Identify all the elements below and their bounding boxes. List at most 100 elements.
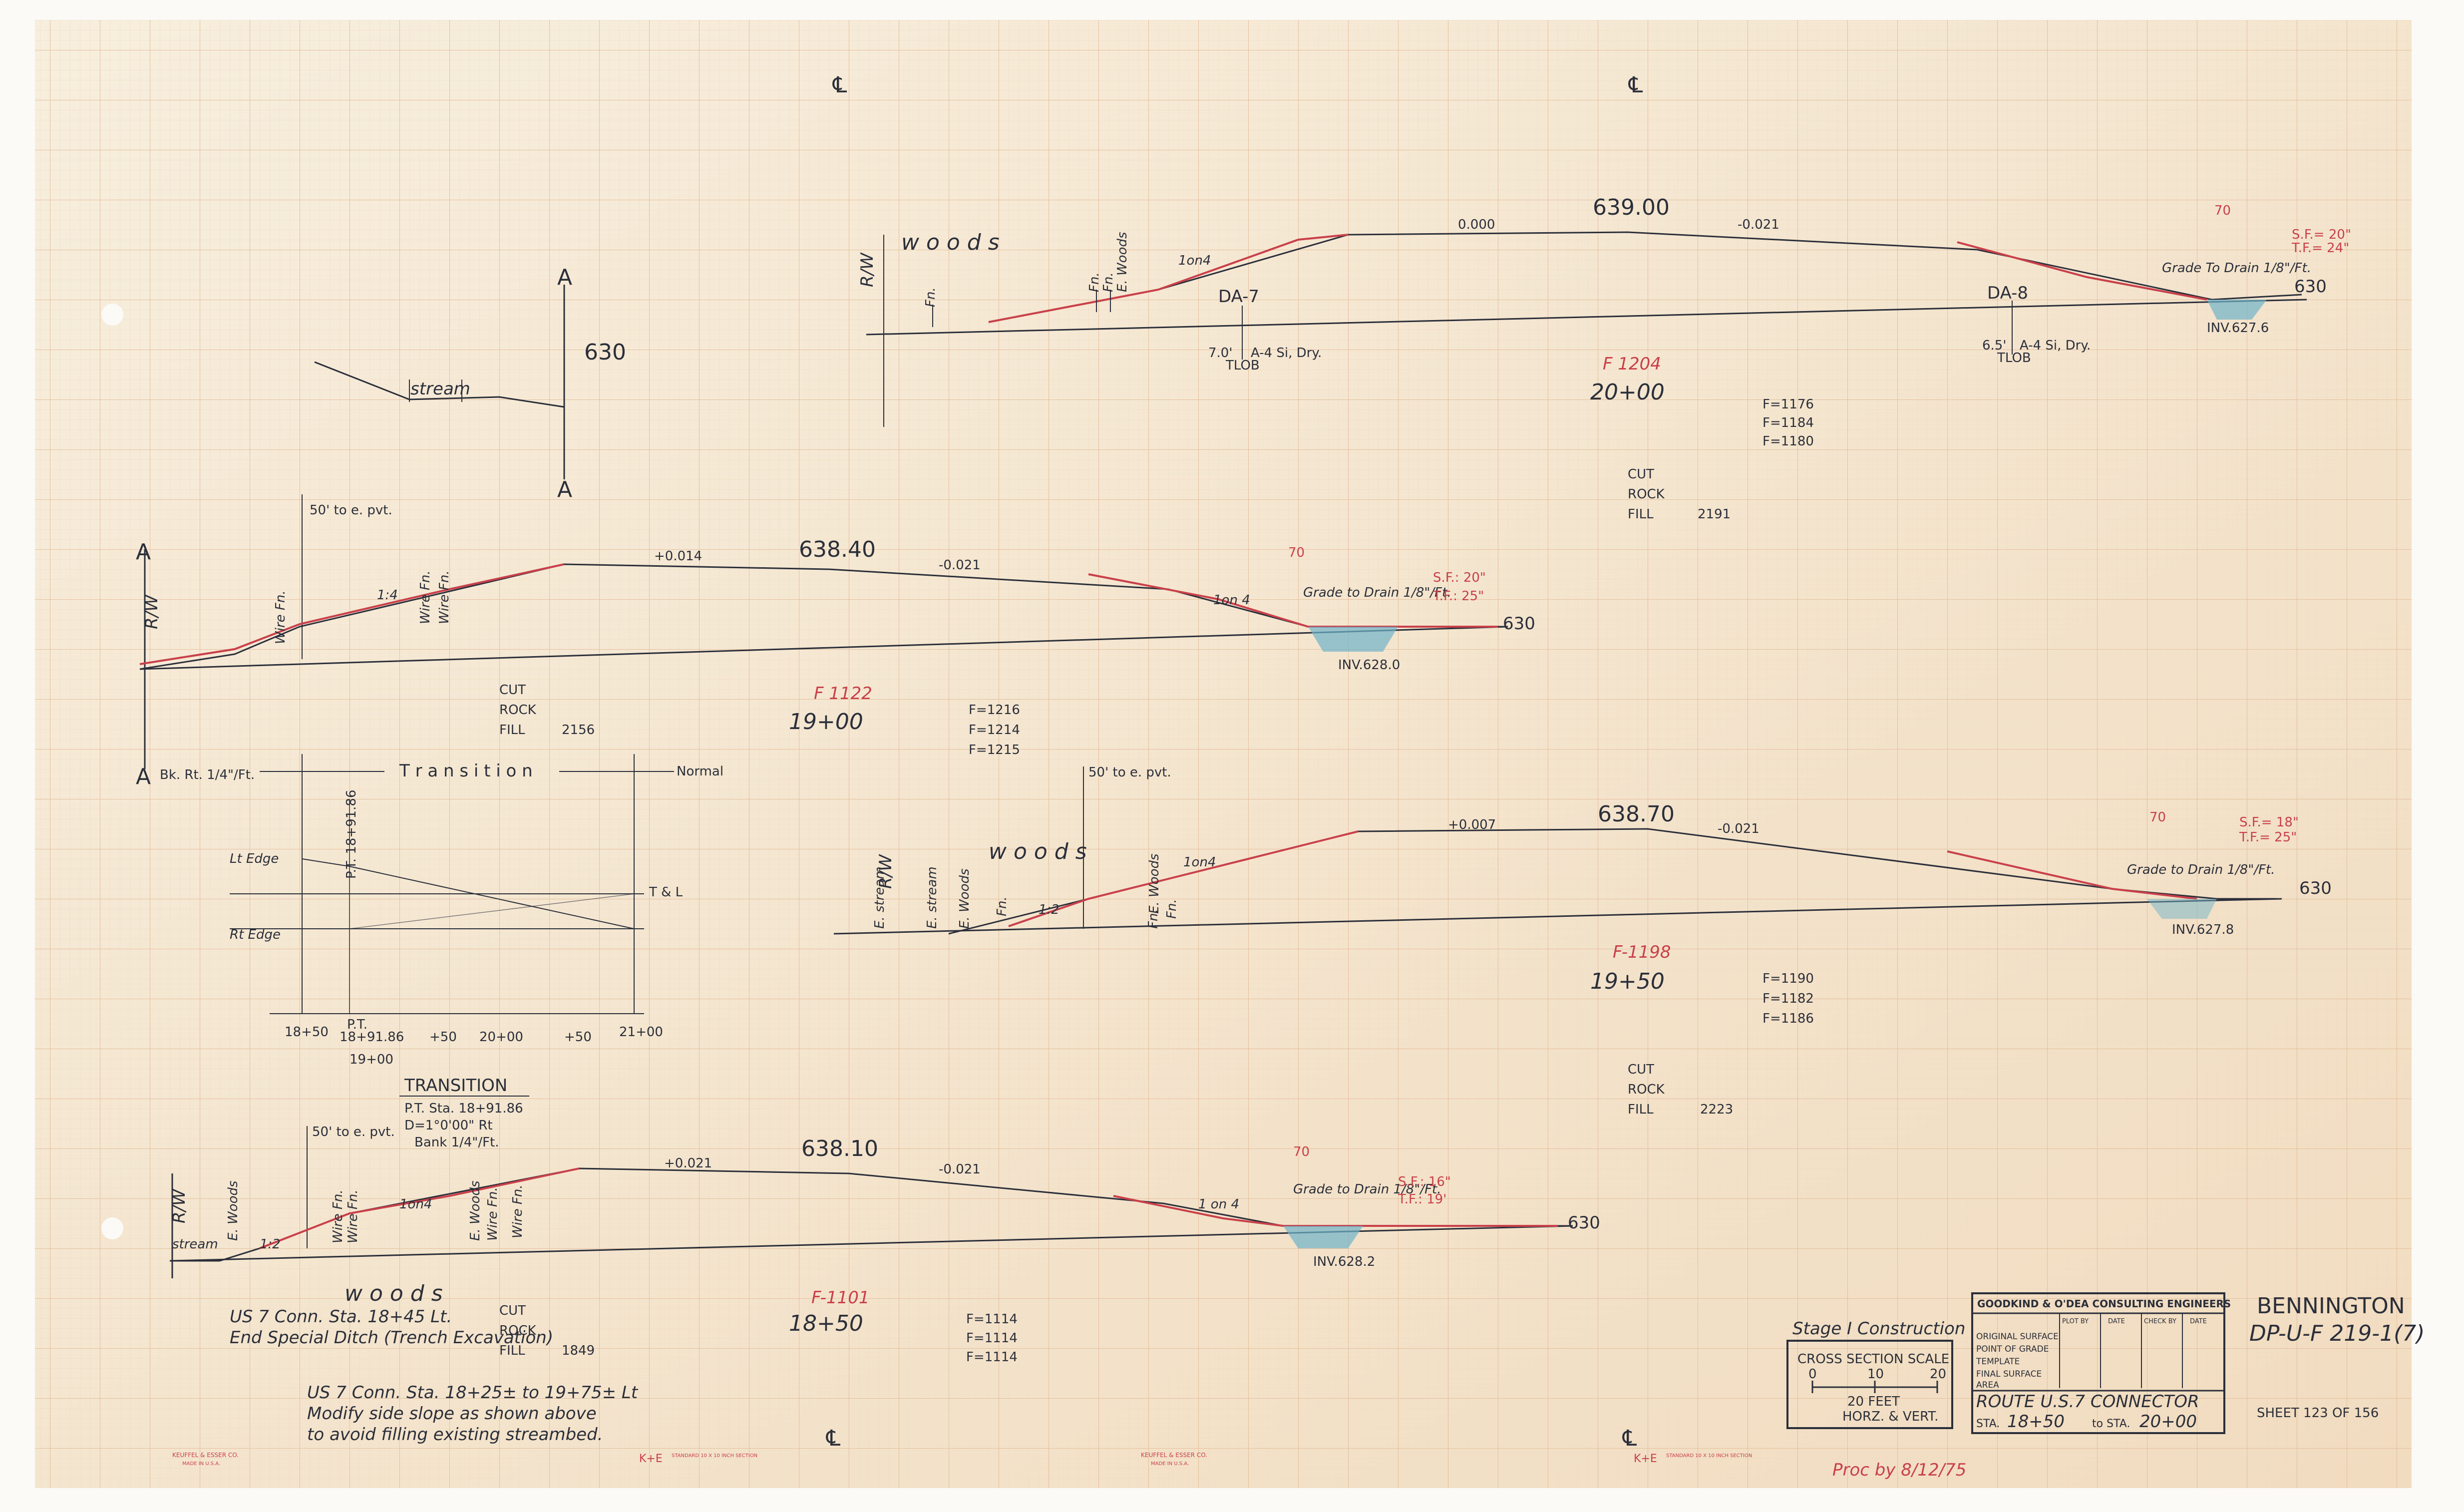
fill-label: FILL (499, 1343, 525, 1358)
lt-edge-label: Lt Edge (230, 851, 279, 866)
rock-label: ROCK (499, 703, 537, 718)
left-grade: +0.007 (1448, 817, 1496, 832)
left-grade: +0.014 (654, 549, 702, 564)
sta-from: 18+50 (2007, 1412, 2065, 1432)
note-line: End Special Ditch (Trench Excavation) (230, 1328, 553, 1348)
bank-rate: Bk. Rt. 1/4"/Ft. (160, 767, 255, 782)
sf-note: S.F.: 16" (1398, 1174, 1451, 1189)
pt-value: 18+91.86 (340, 1030, 404, 1045)
boring-tlob: TLOB (1997, 351, 2031, 366)
section-mark-a: A (557, 477, 572, 502)
punch-hole (101, 1217, 123, 1239)
maker-sub: MADE IN U.S.A. (1151, 1461, 1189, 1467)
stream-label: stream (172, 1237, 218, 1252)
sheet-number: SHEET 123 OF 156 (2257, 1406, 2379, 1421)
slope-label: 1:2 (260, 1237, 281, 1252)
cross-section-20-00: R/W w o o d s 639.00 0.000 -0.021 1on4 F… (857, 195, 2351, 522)
invert-label: INV.627.8 (2172, 922, 2234, 937)
fence-label: Wire Fn. (331, 1189, 346, 1243)
boring-depth: 7.0' (1208, 346, 1233, 361)
fence-label: Fn. (923, 287, 938, 307)
tick-label: 20+00 (479, 1030, 523, 1045)
row-header: AREA (1976, 1380, 1999, 1390)
pt-station: P.T. 18+91.86 (344, 789, 359, 879)
stream-label: stream (410, 379, 470, 399)
row-note: 50' to e. pvt. (1088, 765, 1171, 780)
f-value: F=1176 (1762, 397, 1814, 412)
f-value: F=1186 (1762, 1011, 1814, 1026)
tick-label: +50 (564, 1030, 592, 1045)
f-value: F=1180 (1762, 434, 1814, 449)
sta-to: 20+00 (2139, 1412, 2197, 1432)
transition-diagram: Bk. Rt. 1/4"/Ft. T r a n s i t i o n Nor… (160, 754, 723, 1150)
f-value: F=1184 (1762, 415, 1814, 430)
column-header: DATE (2190, 1318, 2207, 1325)
transition-caption-title: TRANSITION (404, 1076, 507, 1096)
centerline-elevation: 638.10 (801, 1136, 878, 1161)
fence-label: Fn. (995, 896, 1010, 916)
woods-label: w o o d s (901, 230, 1000, 255)
tl-label: T & L (649, 885, 683, 900)
slope-label: 1on4 (1183, 855, 1216, 870)
row-header: FINAL SURFACE (1976, 1369, 2042, 1379)
cut-label: CUT (499, 683, 526, 698)
ditch-note: Grade To Drain 1/8"/Ft. (2162, 261, 2311, 276)
right-grade: -0.021 (939, 1162, 981, 1177)
cross-section-19-00: A A R/W 50' to e. pvt. 638.40 +0.014 -0.… (136, 494, 1535, 789)
fence-label: E. Woods (957, 868, 972, 929)
graph-grid (35, 20, 2412, 1488)
fill-red: F 1122 (814, 684, 872, 704)
fill-total: 2156 (562, 723, 595, 738)
mark-70: 70 (2149, 810, 2166, 825)
pt-label: P.T. (347, 1017, 367, 1032)
boring-soil: A-4 Si, Dry. (2020, 338, 2091, 353)
ditch-elevation: 630 (2294, 277, 2327, 297)
slope-label: 1on4 (399, 1197, 432, 1212)
title-block: GOODKIND & O'DEA CONSULTING ENGINEERS PL… (1971, 1292, 2425, 1434)
note-line: to avoid filling existing streambed. (307, 1425, 603, 1445)
fence-label: Fn. (1101, 272, 1116, 292)
tick-label: 19+00 (350, 1052, 393, 1067)
fence-label: Wire Fn. (418, 570, 433, 624)
punch-hole (101, 304, 123, 326)
boring-depth: 6.5' (1982, 338, 2007, 353)
centerline-elevation: 638.70 (1598, 801, 1675, 827)
fence-label: E. stream (925, 866, 940, 929)
fence-label: Fn. (1164, 899, 1179, 919)
ditch-elevation: 630 (2299, 878, 2332, 898)
fence-label: E. Woods (1147, 853, 1162, 914)
notes: US 7 Conn. Sta. 18+45 Lt. End Special Di… (230, 1307, 1966, 1480)
route-title: ROUTE U.S.7 CONNECTOR (1976, 1392, 2199, 1412)
column-header: DATE (2108, 1318, 2125, 1325)
row-note: 50' to e. pvt. (312, 1125, 395, 1139)
fence-label: E. Woods (1115, 232, 1130, 292)
mark-70: 70 (1293, 1144, 1310, 1159)
fence-label: Wire Fn. (346, 1189, 360, 1243)
scale-tick: 20 (1930, 1367, 1946, 1382)
cut-label: CUT (499, 1303, 526, 1318)
centerline-elevation: 638.40 (799, 537, 876, 562)
row-label: R/W (876, 854, 896, 889)
fill-total: 2191 (1698, 507, 1731, 522)
centerline-elevation: 639.00 (1593, 195, 1670, 220)
fence-label: Fn. (1087, 272, 1102, 292)
cross-section-19-50: 50' to e. pvt. R/W w o o d s 638.70 +0.0… (833, 765, 2332, 1117)
scale-title: CROSS SECTION SCALE (1797, 1352, 1949, 1367)
tf-note: T.F.: 25" (1432, 589, 1484, 604)
invert-label: INV.627.6 (2207, 321, 2269, 336)
f-value: F=1214 (969, 723, 1020, 738)
sf-note: S.F.= 20" (2292, 227, 2351, 242)
scale-tick: 0 (1808, 1367, 1817, 1382)
mark-70: 70 (1288, 545, 1305, 560)
signature: Proc by 8/12/75 (1832, 1460, 1966, 1480)
normal-label: Normal (677, 764, 723, 779)
fence-label: Wire Fn. (437, 570, 452, 624)
right-grade: -0.021 (1738, 217, 1779, 232)
stage-label: Stage I Construction (1792, 1319, 1965, 1339)
left-grade: 0.000 (1458, 217, 1495, 232)
centerline-mark: ℄ (826, 1426, 841, 1451)
invert-label: INV.628.0 (1338, 658, 1400, 673)
fence-label: Fn. (1146, 909, 1161, 929)
row-label: R/W (169, 1188, 189, 1223)
fence-label: E. Woods (468, 1180, 483, 1241)
